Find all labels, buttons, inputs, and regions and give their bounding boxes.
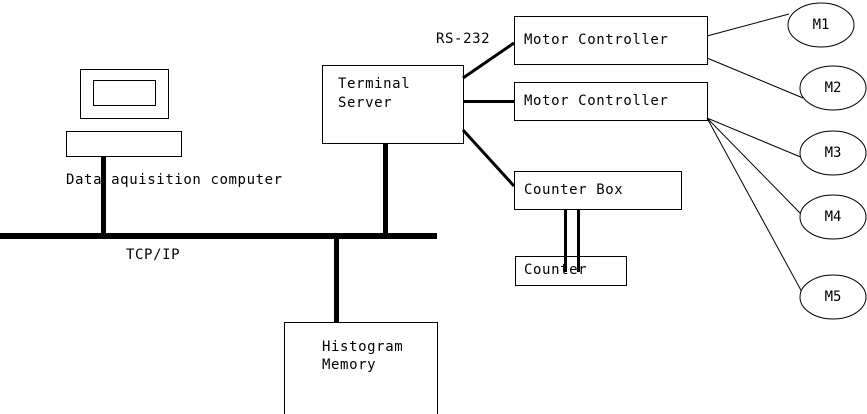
rs232-link-label: RS-232 [436, 31, 491, 47]
histogram-memory-box [284, 322, 438, 414]
terminal-server-box [322, 65, 464, 144]
motor-5-label: M5 [824, 289, 842, 305]
counter-box-fill-lower [516, 273, 626, 285]
motor-controller-1-box [514, 16, 708, 65]
histogram-memory-label-line2: Memory [322, 357, 377, 373]
link-terminal-server-to-motor-controller-1 [462, 41, 515, 80]
link-motor-controller-2-to-motor-3 [706, 117, 804, 159]
motor-3-ellipse [799, 130, 867, 176]
histogram-memory-label-line1: Histogram [322, 339, 404, 355]
tcpip-link-label: TCP/IP [126, 247, 181, 263]
motor-2-label: M2 [824, 80, 842, 96]
counter-box [515, 256, 627, 286]
motor-controller-2-box [514, 82, 708, 121]
computer-caption-label: Data aquisition computer [66, 172, 283, 188]
link-motor-controller-2-to-motor-4 [706, 117, 802, 215]
link-motor-controller-1-to-motor-2 [706, 57, 804, 99]
link-motor-controller-1-to-motor-1 [706, 13, 790, 37]
terminal-server-label-line1: Terminal [338, 76, 411, 92]
monitor-screen [93, 80, 156, 106]
motor-controller-1-label: Motor Controller [524, 32, 669, 48]
motor-4-ellipse [799, 194, 867, 240]
motor-controller-2-label: Motor Controller [524, 93, 669, 109]
motor-5-ellipse [799, 274, 867, 320]
computer-base [66, 131, 182, 157]
counter-box-box [514, 171, 682, 210]
motor-2-ellipse [799, 65, 867, 111]
motor-1-label: M1 [812, 17, 830, 33]
motor-4-label: M4 [824, 209, 842, 225]
counter-label: Counter [524, 262, 588, 278]
counter-box-label: Counter Box [524, 182, 624, 198]
link-terminal-server-to-counter-box [461, 128, 516, 188]
motor-3-label: M3 [824, 145, 842, 161]
link-motor-controller-2-to-motor-5 [706, 117, 804, 295]
motor-1-ellipse [787, 2, 855, 48]
terminal-server-label-line2: Server [338, 95, 393, 111]
